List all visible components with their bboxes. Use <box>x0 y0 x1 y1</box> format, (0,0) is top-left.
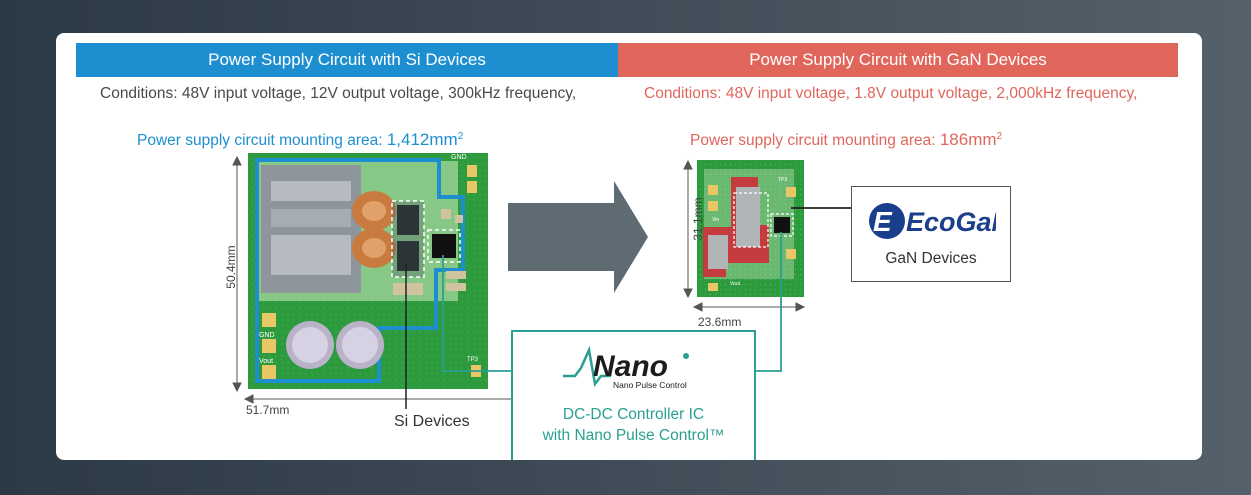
gan-controller-ic <box>774 217 790 233</box>
gan-vout-text: Vout <box>730 281 741 287</box>
controller-ic-callout: Nano Nano Pulse Control DC-DC Controller… <box>511 330 756 460</box>
gan-tp-text: TP3 <box>778 177 787 183</box>
gan-width-label: 23.6mm <box>698 315 742 329</box>
si-mounting-area: Power supply circuit mounting area: 1,41… <box>137 130 463 150</box>
si-controller-leader <box>442 255 511 372</box>
gan-devices-marker <box>733 192 769 248</box>
si-header: Power Supply Circuit with Si Devices <box>76 43 618 77</box>
gan-board-graphic: Vin Vout TP3 <box>683 159 806 312</box>
si-mounting-area-sup: 2 <box>457 130 464 142</box>
si-mounting-area-label: Power supply circuit mounting area: <box>137 132 387 149</box>
controller-label-line1: DC-DC Controller IC <box>562 406 705 423</box>
svg-text:E: E <box>873 206 893 237</box>
gan-header: Power Supply Circuit with GaN Devices <box>618 43 1178 77</box>
si-area-outline <box>255 158 465 383</box>
si-width-label: 51.7mm <box>246 403 290 417</box>
ecogan-logo: E EcoGaN <box>869 202 996 239</box>
gan-mounting-area-value: 186mm <box>939 130 997 149</box>
si-gnd-text: GND <box>259 332 275 339</box>
si-devices-marker <box>391 200 425 278</box>
nano-logo: Nano Nano Pulse Control <box>562 346 689 390</box>
gan-devices-label: GaN Devices <box>885 249 977 267</box>
si-controller-ic <box>432 234 456 258</box>
gan-controller-leader <box>750 232 782 372</box>
si-vout-text: Vout <box>259 358 273 365</box>
si-gnd-top-text: GND <box>451 154 467 161</box>
comparison-panel: Power Supply Circuit with Si Devices Pow… <box>56 33 1202 460</box>
gan-conditions: Conditions: 48V input voltage, 1.8V outp… <box>644 85 1138 102</box>
gan-width-arrow <box>692 302 806 312</box>
controller-label-line2: with Nano Pulse Control™ <box>542 427 725 444</box>
gan-devices-callout: E EcoGaN GaN Devices <box>851 186 1011 282</box>
gan-height-arrow <box>683 159 693 299</box>
si-mounting-area-value: 1,412mm <box>386 130 458 149</box>
gan-vin-text: Vin <box>712 217 719 223</box>
si-board-graphic: GND GND Vout TP3 <box>232 153 545 404</box>
si-height-arrow <box>232 155 242 393</box>
nano-logo-subtext: Nano Pulse Control <box>613 380 687 390</box>
si-devices-leader <box>405 263 407 409</box>
transition-arrow <box>508 181 648 293</box>
gan-mounting-area: Power supply circuit mounting area: 186m… <box>690 130 1002 150</box>
ecogan-logo-text: EcoGaN <box>906 207 996 237</box>
si-conditions: Conditions: 48V input voltage, 12V outpu… <box>100 85 577 102</box>
connector-lines <box>442 207 851 372</box>
nano-logo-text: Nano <box>593 350 668 383</box>
gan-mounting-area-label: Power supply circuit mounting area: <box>690 132 940 149</box>
gan-mounting-area-sup: 2 <box>996 130 1003 142</box>
si-devices-label: Si Devices <box>394 413 470 430</box>
si-tp-text: TP3 <box>467 357 479 363</box>
